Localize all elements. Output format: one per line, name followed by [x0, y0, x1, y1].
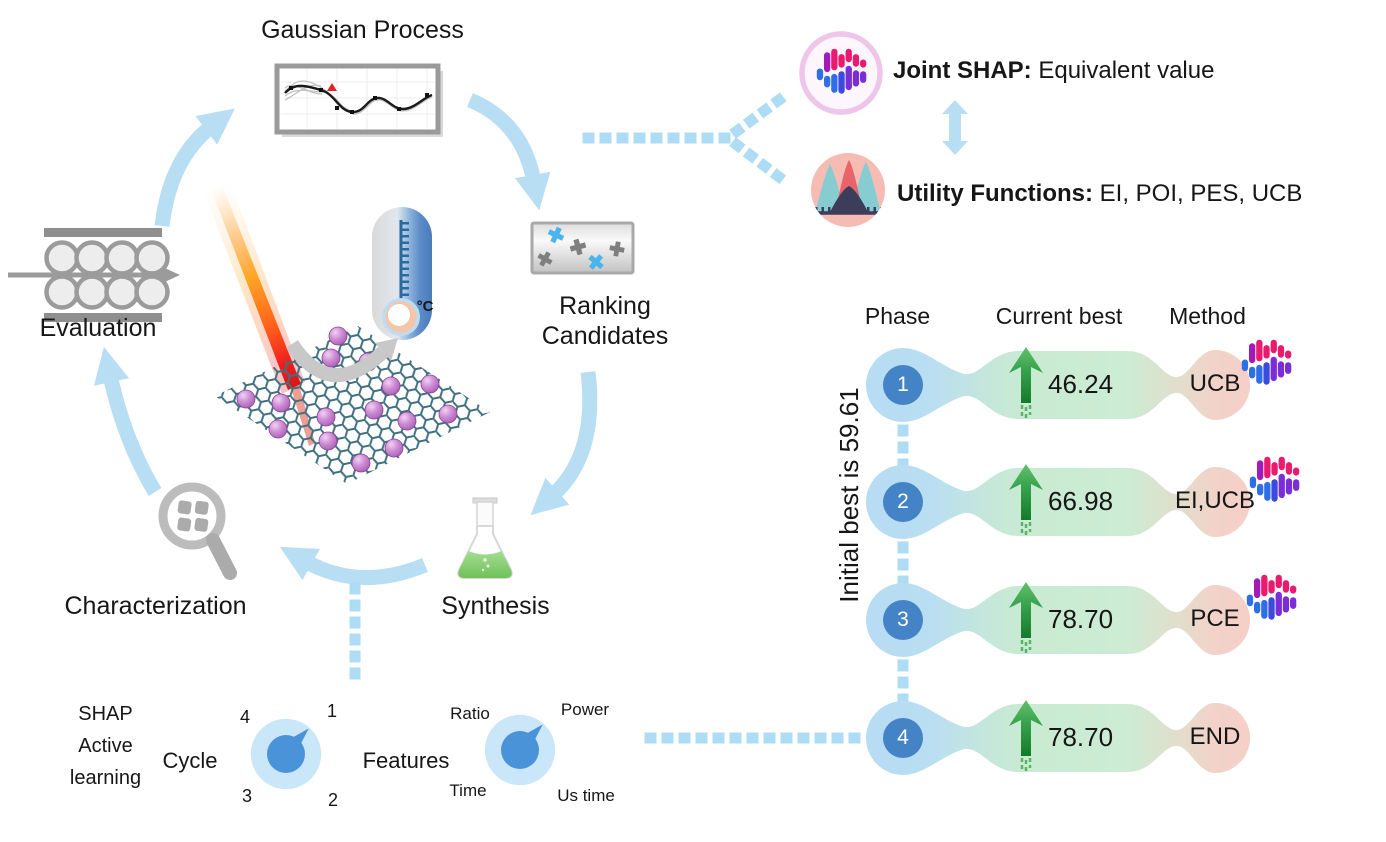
phase-number-1: 1 — [883, 365, 923, 405]
shap-panel-title: SHAP Active learning — [69, 703, 142, 789]
phase-column-header: Phase — [864, 303, 931, 329]
phase-ribbons — [866, 339, 1300, 776]
joint-shap-icon — [799, 31, 883, 115]
arrow-ranking-to-synthesis — [530, 371, 598, 516]
characterization-label: Characterization — [64, 592, 247, 620]
cycle-option-3: 3 — [241, 786, 252, 806]
features-knob-label: Features — [362, 748, 450, 773]
features-knob-icon — [484, 714, 556, 786]
ranking-candidates-label: Ranking Candidates — [541, 292, 669, 350]
cycle-flow-arrows — [93, 93, 598, 585]
features-option-power: Power — [560, 700, 610, 719]
cycle-knob-label: Cycle — [162, 748, 218, 773]
thermometer-icon — [372, 207, 432, 340]
gaussian-process-label: Gaussian Process — [261, 16, 464, 44]
method-value-3: PCE — [1190, 605, 1240, 632]
joint-shap-term: Joint SHAP: — [893, 57, 1032, 84]
arrow-characterization-to-evaluation — [93, 346, 162, 496]
initial-best-note: Initial best is 59.61 — [834, 387, 864, 603]
cycle-option-2: 2 — [327, 790, 338, 810]
phase-number-3: 3 — [883, 600, 923, 640]
current-best-value-2: 66.98 — [1048, 486, 1114, 516]
arrow-evaluation-to-gp — [154, 108, 235, 227]
dots-branch-up — [729, 86, 795, 139]
cycle-option-1: 1 — [326, 701, 337, 721]
arrow-gp-to-ranking — [466, 93, 551, 211]
phase-number-4: 4 — [883, 718, 923, 758]
method-value-1: UCB — [1189, 370, 1241, 397]
method-value-2: EI,UCB — [1174, 487, 1255, 514]
evaluation-rollers-icon — [8, 228, 180, 322]
features-option-ustime: Us time — [557, 786, 615, 805]
magnifier-icon — [158, 482, 237, 580]
thermometer-unit-label: °C — [416, 298, 434, 315]
graphene-mesh — [215, 326, 490, 484]
current-best-column-header: Current best — [995, 303, 1123, 329]
dots-branch-down — [729, 137, 795, 191]
phase-number-2: 2 — [883, 482, 923, 522]
dotted-connectors — [349, 86, 909, 744]
flask-icon — [457, 497, 513, 579]
utility-functions-desc: EI, POI, PES, UCB — [1092, 180, 1303, 207]
cycle-knob-icon — [250, 718, 322, 790]
joint-shap-legend: Joint SHAP: Equivalent value — [893, 57, 1214, 85]
cycle-option-4: 4 — [239, 707, 250, 727]
arrow-synthesis-to-characterization — [279, 546, 428, 585]
method-column-header: Method — [1169, 303, 1246, 329]
utility-functions-legend: Utility Functions: EI, POI, PES, UCB — [897, 180, 1302, 208]
ranking-candidates-icon — [530, 221, 635, 275]
current-best-value-3: 78.70 — [1048, 604, 1114, 634]
equivalence-double-arrow-icon — [942, 100, 968, 155]
utility-functions-term: Utility Functions: — [897, 180, 1093, 207]
synthesis-label: Synthesis — [441, 592, 550, 620]
measure-scoop-arrow — [286, 338, 398, 382]
current-best-value-1: 46.24 — [1048, 369, 1114, 399]
joint-shap-desc: Equivalent value — [1031, 57, 1215, 84]
features-option-ratio: Ratio — [450, 704, 490, 723]
evaluation-label: Evaluation — [39, 314, 157, 342]
utility-functions-icon — [811, 153, 885, 227]
method-value-4: END — [1189, 723, 1241, 750]
current-best-value-4: 78.70 — [1048, 722, 1114, 752]
features-option-time: Time — [449, 781, 487, 800]
gaussian-process-chart-icon — [274, 63, 443, 137]
